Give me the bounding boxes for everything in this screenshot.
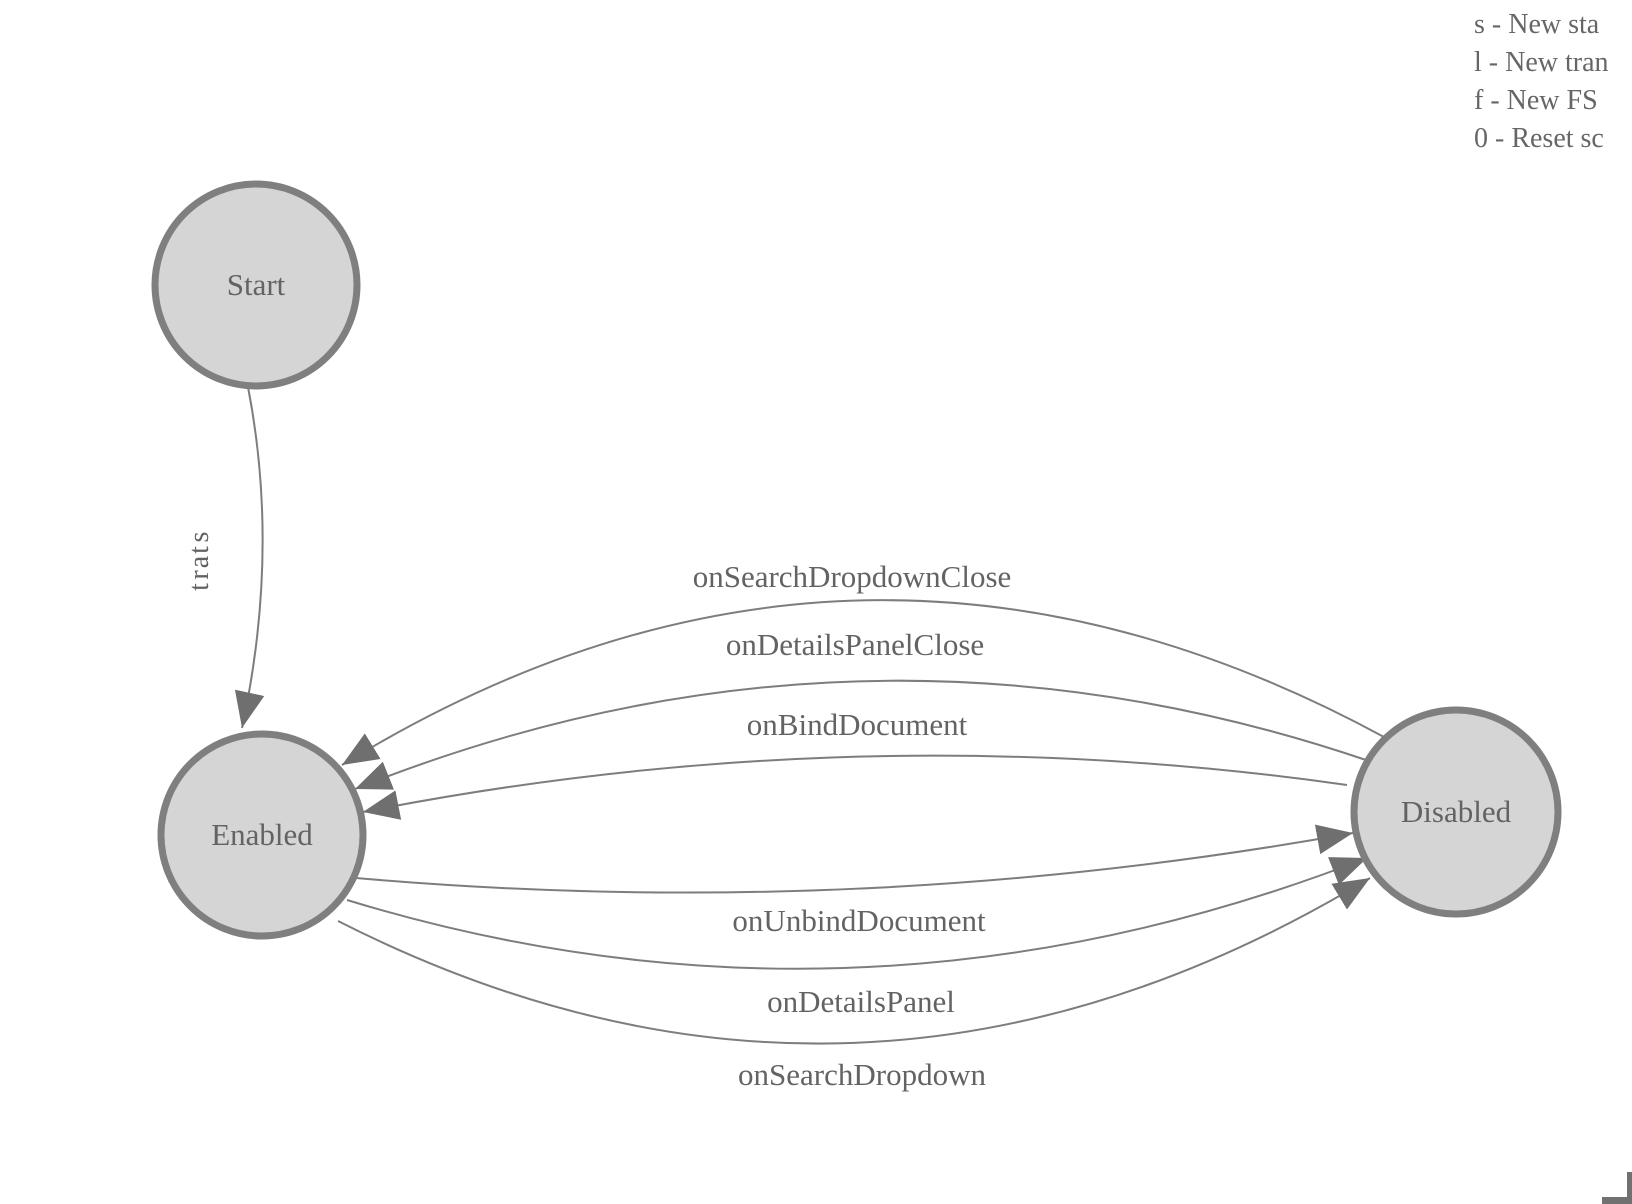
legend-line-reset: 0 - Reset sc [1474,123,1604,154]
legend-line-new-state: s - New sta [1474,9,1600,40]
edge-start[interactable] [234,386,265,729]
edge-onsearchdropdownclose[interactable] [341,599,1385,766]
edge-onbinddocument[interactable] [362,754,1348,820]
edge-onsearchdropdown[interactable] [337,877,1371,1045]
edge-onunbinddocument[interactable] [355,824,1354,894]
canvas-frame-corner-vertical [1627,1172,1632,1204]
edge-ondetailspanel[interactable] [346,857,1368,970]
legend-line-new-fsm: f - New FS [1474,85,1598,116]
node-enabled[interactable] [157,730,367,940]
node-start[interactable] [151,180,361,390]
canvas-frame-corner-horizontal [1602,1197,1632,1204]
legend-line-new-transition: l - New tran [1474,47,1609,78]
node-disabled[interactable] [1350,706,1562,918]
shortcut-legend: s - New sta l - New tran f - New FS 0 - … [1474,6,1609,158]
edge-ondetailspanelclose[interactable] [354,679,1367,790]
